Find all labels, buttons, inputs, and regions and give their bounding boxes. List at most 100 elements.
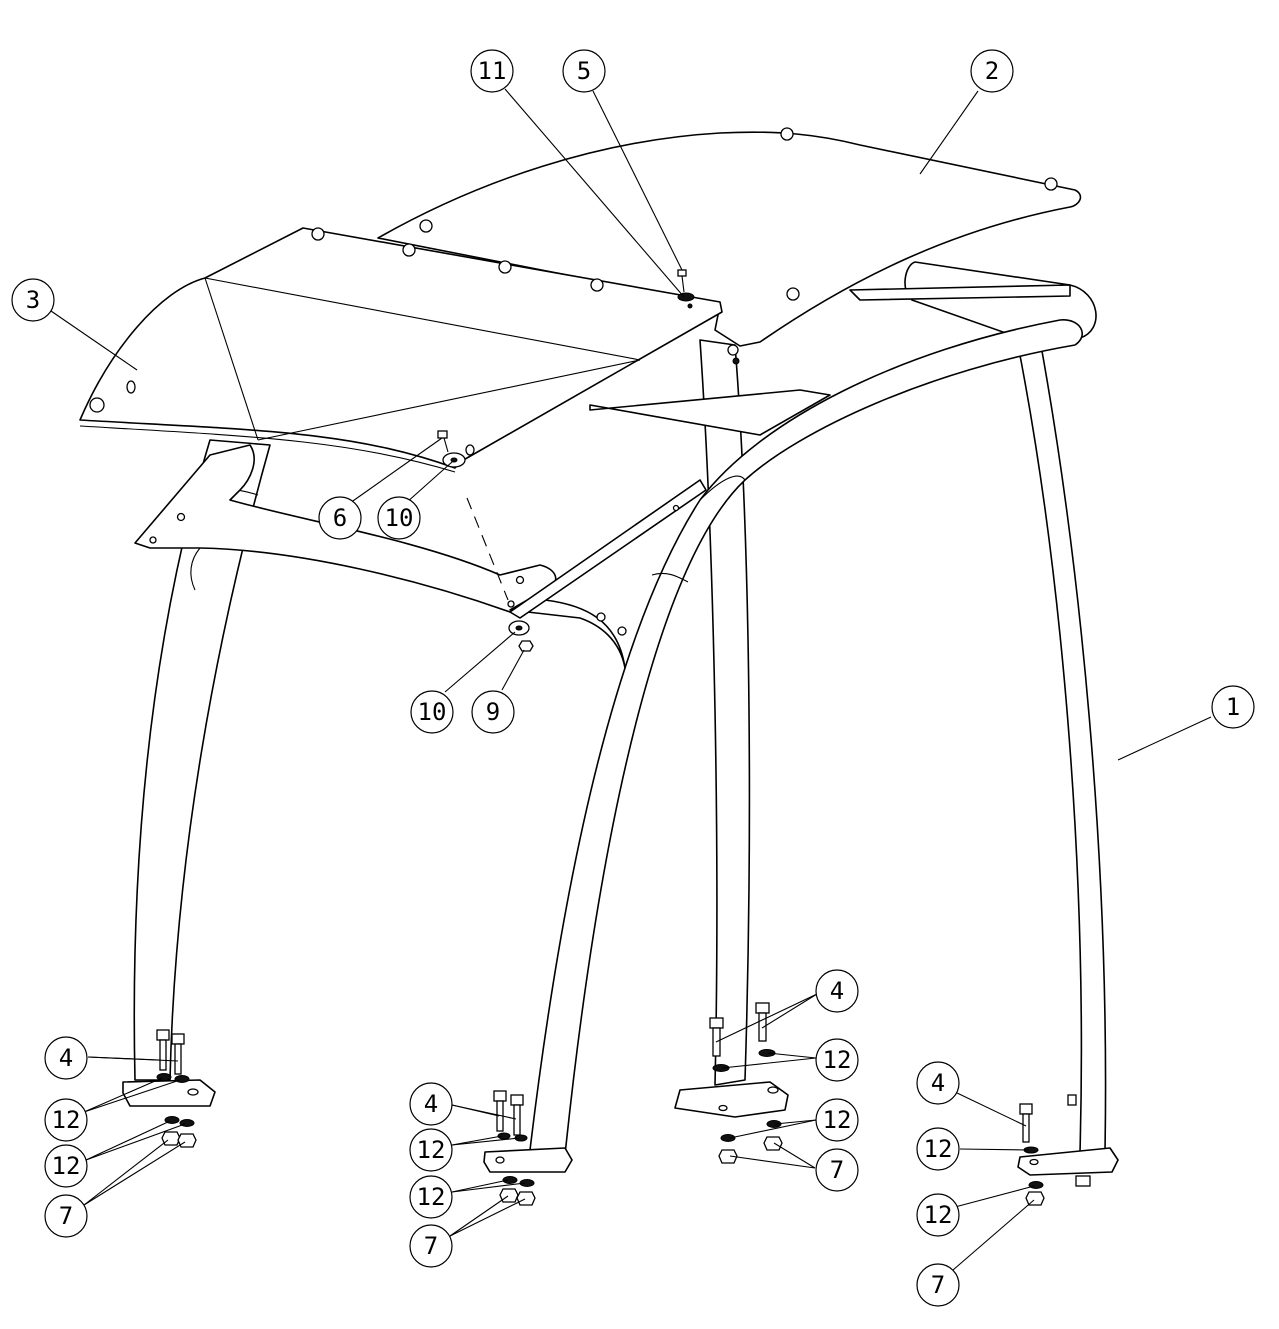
bracket-hole-2: [149, 536, 157, 544]
callout-12-rear-left-1: 12: [815, 1038, 859, 1082]
washer-10-bottom-hole: [515, 625, 523, 631]
roof-3-crease-1: [204, 277, 641, 361]
leader-lines: [50, 88, 1212, 1271]
leader-12h: [954, 1185, 1035, 1208]
center-cross-panel: [589, 389, 831, 436]
svg-text:4: 4: [424, 1090, 438, 1118]
roof-3-bolt-2: [402, 243, 416, 257]
roof-2-nut-5: [732, 357, 740, 365]
leader-12g: [959, 1148, 1029, 1151]
washer-12f-2: [766, 1120, 782, 1128]
arch-joint-seam-2: [651, 572, 689, 583]
foot-rear-right-nut: [1075, 1175, 1091, 1187]
svg-text:12: 12: [924, 1135, 953, 1163]
leader-4c-1: [715, 993, 818, 1043]
svg-text:11: 11: [478, 57, 507, 85]
callout-7-rear-left: 7: [815, 1148, 859, 1192]
nut-7c-2: [763, 1136, 783, 1151]
leader-12a-2: [83, 1079, 181, 1113]
bracket-hole-4: [507, 600, 515, 608]
leader-10b: [444, 631, 516, 693]
callout-12-left-1: 12: [44, 1098, 88, 1142]
svg-text:12: 12: [417, 1136, 446, 1164]
bolt-4b-2: [510, 1094, 524, 1106]
washer-12e-1: [712, 1064, 730, 1072]
leader-4a-2: [87, 1056, 179, 1062]
washer-10-top-hole: [450, 457, 458, 463]
bolt-5-shank: [681, 275, 685, 293]
svg-text:9: 9: [486, 698, 500, 726]
svg-text:10: 10: [385, 504, 414, 532]
leader-10a: [405, 461, 453, 504]
svg-text:12: 12: [417, 1183, 446, 1211]
foot-plate-rear-left-hole-2: [718, 1104, 728, 1112]
bracket-hole-1: [176, 512, 186, 522]
svg-text:6: 6: [333, 504, 347, 532]
leader-1: [1117, 716, 1212, 761]
washer-12h: [1028, 1181, 1044, 1189]
roof-panel-3-outline: [79, 227, 723, 469]
foot-plate-center: [483, 1147, 573, 1173]
foot-plate-rear-right: [1017, 1147, 1119, 1176]
bracket-hole-5: [596, 612, 606, 622]
svg-text:7: 7: [59, 1202, 73, 1230]
callout-12-center-2: 12: [409, 1175, 453, 1219]
washer-12f-1: [720, 1134, 736, 1142]
callout-12-rear-right-1: 12: [916, 1127, 960, 1171]
assembly-dashed-line: [466, 497, 509, 601]
roof-3-bolt-4: [590, 278, 604, 292]
center-cross-panel-edge: [589, 404, 761, 436]
callout-1: 1: [1211, 685, 1255, 729]
leader-12a-1: [83, 1077, 163, 1113]
callout-bubbles: 11 5 2 3 6 10 10 9 1 4 12 12 7 4 12 12 7…: [11, 49, 1255, 1307]
svg-text:12: 12: [823, 1046, 852, 1074]
nut-7b-2: [516, 1191, 536, 1206]
bolt-4d-1: [1019, 1103, 1033, 1115]
leader-4c-2: [761, 993, 818, 1029]
bolt-5-hex: [677, 269, 687, 277]
bolt-4c-2: [755, 1002, 770, 1014]
washer-11: [677, 292, 695, 302]
leader-4b-2: [451, 1104, 517, 1120]
roof-2-bolt-1: [780, 127, 794, 141]
roof-3-hole-2: [465, 444, 475, 456]
washer-12c-1: [497, 1132, 511, 1140]
svg-text:12: 12: [52, 1152, 81, 1180]
leader-11: [504, 88, 685, 298]
svg-text:1: 1: [1226, 693, 1240, 721]
callout-4-center: 4: [409, 1082, 453, 1126]
front-arch-tube: [529, 319, 1083, 1156]
roof-panel-2-outline: [377, 131, 1082, 347]
roof-3-edge-thick: [79, 425, 456, 473]
washer-12d-1: [502, 1176, 518, 1184]
svg-text:2: 2: [985, 57, 999, 85]
leader-12d-1: [451, 1179, 509, 1193]
foot-plate-rear-left: [674, 1081, 789, 1118]
callout-12-rear-right-2: 12: [916, 1193, 960, 1237]
roof-3-hole-1: [126, 380, 136, 394]
leader-7a-2: [83, 1141, 186, 1206]
bolt-4d-2: [1067, 1094, 1077, 1106]
callout-7-rear-right: 7: [916, 1263, 960, 1307]
bolt-4b-1: [493, 1090, 507, 1102]
leader-12c-1: [451, 1135, 503, 1146]
rear-left-leg: [699, 339, 751, 1086]
roof-3-bolt-5: [89, 397, 105, 413]
hole-marker: [687, 303, 693, 309]
bolt-4a-2: [171, 1033, 185, 1045]
foot-plate-rear-left-hole-1: [767, 1086, 779, 1094]
roof-2-bolt-2: [1044, 177, 1058, 191]
callout-12-rear-left-2: 12: [815, 1098, 859, 1142]
fairing-fold: [190, 547, 201, 591]
bolt-4c-2-shank: [758, 1012, 767, 1042]
roof-panel-part-3: [79, 227, 723, 473]
foot-plate-rear-right-hole: [1029, 1158, 1039, 1166]
leader-12b-1: [85, 1120, 171, 1161]
bracket-hole-7: [672, 504, 680, 512]
svg-text:12: 12: [823, 1106, 852, 1134]
leader-12c-2: [451, 1137, 520, 1146]
svg-text:4: 4: [830, 977, 844, 1005]
nut-7c-1: [718, 1149, 738, 1164]
